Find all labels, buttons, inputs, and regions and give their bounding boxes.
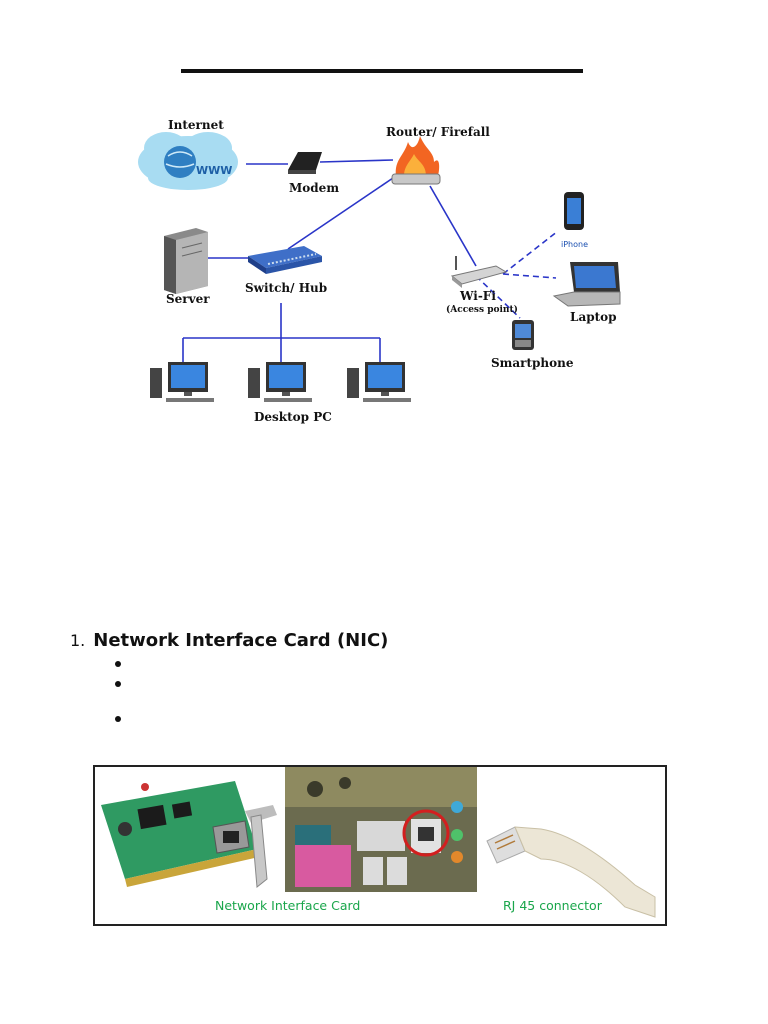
diagram-wires xyxy=(182,159,477,362)
nic-photo-strip: Network Interface Card RJ 45 connector xyxy=(93,765,667,926)
bullet-3 xyxy=(115,716,121,722)
router-firewall-icon xyxy=(391,136,441,185)
iphone-label: iPhone xyxy=(561,240,588,249)
server-label: Server xyxy=(166,292,210,306)
iphone-icon xyxy=(564,192,584,230)
modem-label: Modem xyxy=(289,181,339,195)
server-icon xyxy=(164,228,208,294)
nic-caption: Network Interface Card xyxy=(215,898,360,913)
motherboard-port-image xyxy=(285,767,477,892)
wireless-links xyxy=(475,230,559,319)
smartphone-label: Smartphone xyxy=(491,356,574,370)
wire-router-switch xyxy=(287,177,394,250)
network-diagram: WWW Internet Modem Router/ Firefall Serv… xyxy=(108,106,660,428)
wire-modem-router xyxy=(319,159,394,163)
modem-icon xyxy=(288,152,322,174)
rj45-connector-image xyxy=(486,826,656,918)
laptop-label: Laptop xyxy=(570,310,617,324)
wire-router-wifi xyxy=(429,185,477,267)
internet-cloud-icon: WWW xyxy=(138,132,238,190)
top-rule xyxy=(181,69,583,73)
wifi-label: Wi-Fi xyxy=(459,289,496,303)
switch-hub-icon xyxy=(248,246,322,274)
router-label: Router/ Firefall xyxy=(386,125,490,139)
laptop-icon xyxy=(552,262,621,307)
rj45-caption: RJ 45 connector xyxy=(503,898,603,913)
section-number: 1. xyxy=(70,631,86,650)
desktop-pc-label: Desktop PC xyxy=(254,410,332,424)
wifi-access-point-icon xyxy=(450,256,508,288)
section-heading: 1. Network Interface Card (NIC) xyxy=(70,630,388,651)
bullet-1 xyxy=(115,661,121,667)
access-point-label: (Access point) xyxy=(446,304,518,315)
smartphone-icon xyxy=(512,320,534,350)
www-text: WWW xyxy=(196,164,232,177)
section-title: Network Interface Card (NIC) xyxy=(93,630,389,651)
rj45-port-highlight xyxy=(402,809,450,857)
bullet-2 xyxy=(115,681,121,687)
desktop-pc-1-icon xyxy=(150,362,214,402)
desktop-pc-3-icon xyxy=(347,362,411,402)
desktop-pc-2-icon xyxy=(248,362,312,402)
internet-label: Internet xyxy=(168,118,224,132)
network-interface-card-image xyxy=(101,781,277,888)
switch-label: Switch/ Hub xyxy=(245,281,327,295)
